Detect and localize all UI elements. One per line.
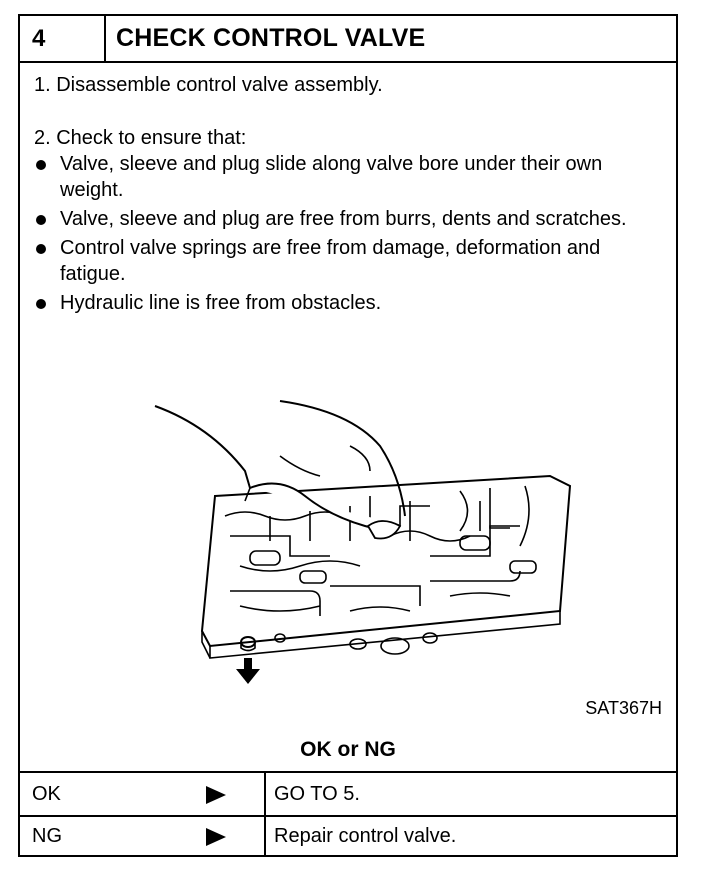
bullet-icon <box>36 299 46 309</box>
result-action: Repair control valve. <box>274 825 457 847</box>
result-row-ng: NG Repair control valve. <box>20 815 676 857</box>
control-valve-illustration <box>154 400 572 684</box>
check-item: Valve, sleeve and plug slide along valve… <box>34 151 664 203</box>
check-item: Hydraulic line is free from obstacles. <box>34 290 664 316</box>
bullet-icon <box>36 215 46 225</box>
bullet-icon <box>36 244 46 254</box>
step-header: 4 CHECK CONTROL VALVE <box>20 16 676 63</box>
step-number: 4 <box>20 16 106 61</box>
figure-code: SAT367H <box>585 698 662 718</box>
instruction-step-1: 1. Disassemble control valve assembly. <box>34 74 383 96</box>
instruction-step-2: 2. Check to ensure that: <box>34 127 247 149</box>
check-item: Control valve springs are free from dama… <box>34 235 664 287</box>
result-label: OK <box>32 783 61 805</box>
procedure-box: 4 CHECK CONTROL VALVE 1. Disassemble con… <box>18 14 678 857</box>
result-action: GO TO 5. <box>274 783 360 805</box>
result-label: NG <box>32 825 62 847</box>
step-title: CHECK CONTROL VALVE <box>116 24 426 52</box>
ok-ng-heading: OK or NG <box>300 738 396 761</box>
arrow-right-icon <box>206 786 226 804</box>
arrow-right-icon <box>206 828 226 846</box>
result-table: OK GO TO 5. NG Repair control valve. <box>20 771 676 857</box>
bullet-icon <box>36 160 46 170</box>
instructions: 1. Disassemble control valve assembly. 2… <box>34 72 664 319</box>
check-list: Valve, sleeve and plug slide along valve… <box>34 151 664 316</box>
result-row-ok: OK GO TO 5. <box>20 773 676 817</box>
check-item: Valve, sleeve and plug are free from bur… <box>34 206 664 232</box>
